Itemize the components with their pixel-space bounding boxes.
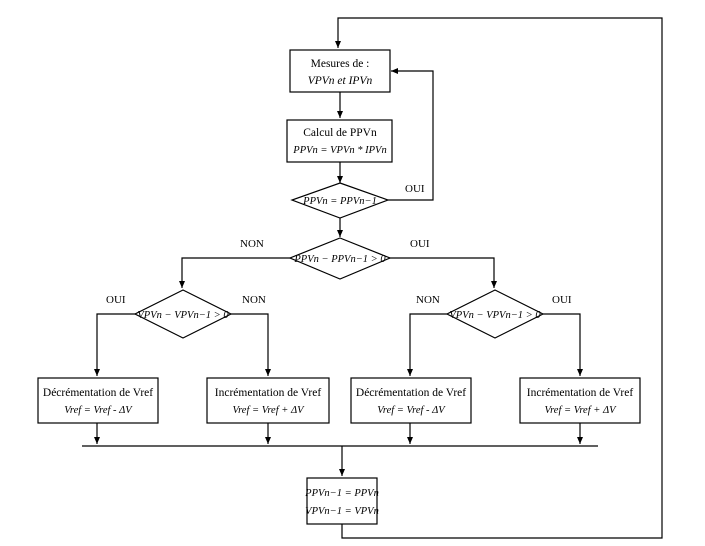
cond-equal-text: PPVn = PPVn−1 xyxy=(302,196,377,207)
arrow-left-volt-no xyxy=(231,313,271,376)
arrow-power-yes xyxy=(388,257,497,288)
cond-power-diamond: PPVn − PPVn−1 > 0 NON OUI xyxy=(240,237,430,280)
box-inc-2: Incrémentation de Vref Vref = Vref + ΔV xyxy=(519,377,641,424)
update-voltage: VPVn−1 = VPVn xyxy=(305,506,379,517)
measure-title: Mesures de : xyxy=(311,58,370,70)
arrow-right-volt-no xyxy=(407,313,447,376)
cond-equal-diamond: PPVn = PPVn−1 OUI xyxy=(290,182,425,219)
cond-volt-left-diamond: VPVn − VPVn−1 > 0 OUI NON xyxy=(106,289,266,339)
box-dec-2-formula: Vref = Vref - ΔV xyxy=(377,405,446,416)
box-inc-2-formula: Vref = Vref + ΔV xyxy=(544,405,617,416)
loop-back-arrow xyxy=(335,17,663,539)
calc-title: Calcul de PPVn xyxy=(303,127,377,139)
measure-vars: VPVn et IPVn xyxy=(308,75,373,87)
box-inc-1-title: Incrémentation de Vref xyxy=(215,387,322,399)
measure-box: Mesures de : VPVn et IPVn xyxy=(289,49,391,93)
cond-power-text: PPVn − PPVn−1 > 0 xyxy=(293,254,386,265)
cond-volt-right-yes-label: OUI xyxy=(552,294,572,306)
cond-volt-left-no-label: NON xyxy=(242,294,266,306)
calc-formula: PPVn = VPVn * IPVn xyxy=(292,145,386,156)
connectors xyxy=(82,17,663,539)
arrow-left-volt-yes xyxy=(94,313,135,376)
cond-volt-left-text: VPVn − VPVn−1 > 0 xyxy=(137,310,229,321)
cond-volt-right-no-label: NON xyxy=(416,294,440,306)
box-dec-2-title: Décrémentation de Vref xyxy=(356,387,466,399)
cond-volt-right-diamond: VPVn − VPVn−1 > 0 NON OUI xyxy=(416,289,572,339)
box-dec-1-formula: Vref = Vref - ΔV xyxy=(64,405,133,416)
arrow-equal-yes-back xyxy=(388,68,434,201)
box-inc-2-title: Incrémentation de Vref xyxy=(527,387,634,399)
cond-volt-right-text: VPVn − VPVn−1 > 0 xyxy=(449,310,541,321)
update-power: PPVn−1 = PPVn xyxy=(304,488,379,499)
arrow-right-volt-yes xyxy=(543,313,583,376)
update-box: PPVn−1 = PPVn VPVn−1 = VPVn xyxy=(304,477,379,525)
cond-volt-left-yes-label: OUI xyxy=(106,294,126,306)
box-inc-1: Incrémentation de Vref Vref = Vref + ΔV xyxy=(206,377,330,424)
box-inc-1-formula: Vref = Vref + ΔV xyxy=(232,405,305,416)
box-dec-2: Décrémentation de Vref Vref = Vref - ΔV xyxy=(350,377,472,424)
cond-power-yes-label: OUI xyxy=(410,238,430,250)
calc-box: Calcul de PPVn PPVn = VPVn * IPVn xyxy=(286,119,393,163)
arrow-power-no xyxy=(179,257,290,288)
box-dec-1-title: Décrémentation de Vref xyxy=(43,387,153,399)
cond-power-no-label: NON xyxy=(240,238,264,250)
cond-equal-yes-label: OUI xyxy=(405,183,425,195)
box-dec-1: Décrémentation de Vref Vref = Vref - ΔV xyxy=(37,377,159,424)
